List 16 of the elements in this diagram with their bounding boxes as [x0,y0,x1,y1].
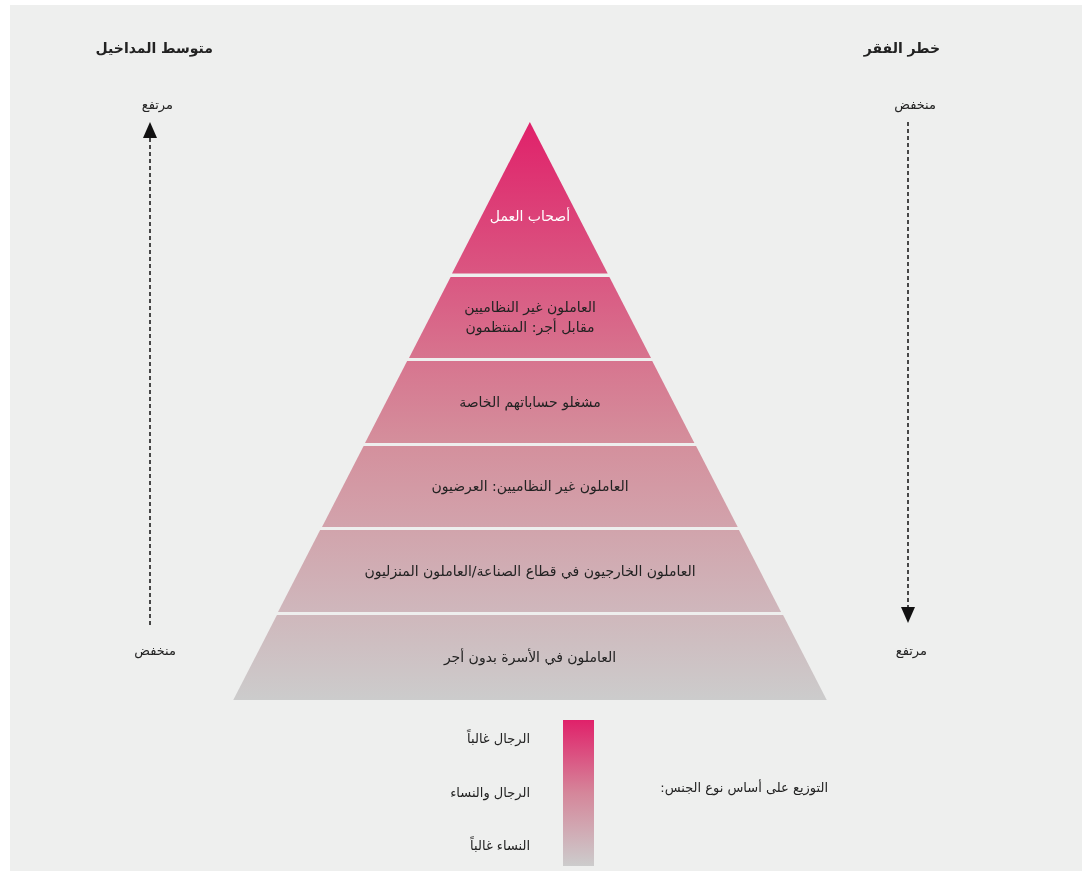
axis-title: متوسط المداخيل [95,40,213,56]
legend-label: الرجال والنساء [450,784,530,800]
tier-label: العاملون غير النظاميين مقابل أجر: المنتظمون [463,298,597,337]
legend-label: النساء غالباً [470,837,530,853]
tier-label: مشغلو حساباتهم الخاصة [458,392,602,412]
tier-label: العاملون الخارجيون في قطاع الصناعة/العاملون المنزليون [363,561,697,581]
legend-title: التوزيع على أساس نوع الجنس: [660,779,828,795]
tier-label: العاملون في الأسرة بدون أجر [442,647,618,668]
scale-label: مرتفع [141,96,173,112]
tier-label: أصحاب العمل [488,206,572,226]
scale-label: منخفض [894,96,936,112]
axis-title: خطر الفقر [863,40,940,56]
scale-label: منخفض [134,642,176,658]
legend-label: الرجال غالباً [467,730,530,746]
scale-label: مرتفع [895,642,927,658]
tier-label: العاملون غير النظاميين: العرضيون [430,477,630,496]
